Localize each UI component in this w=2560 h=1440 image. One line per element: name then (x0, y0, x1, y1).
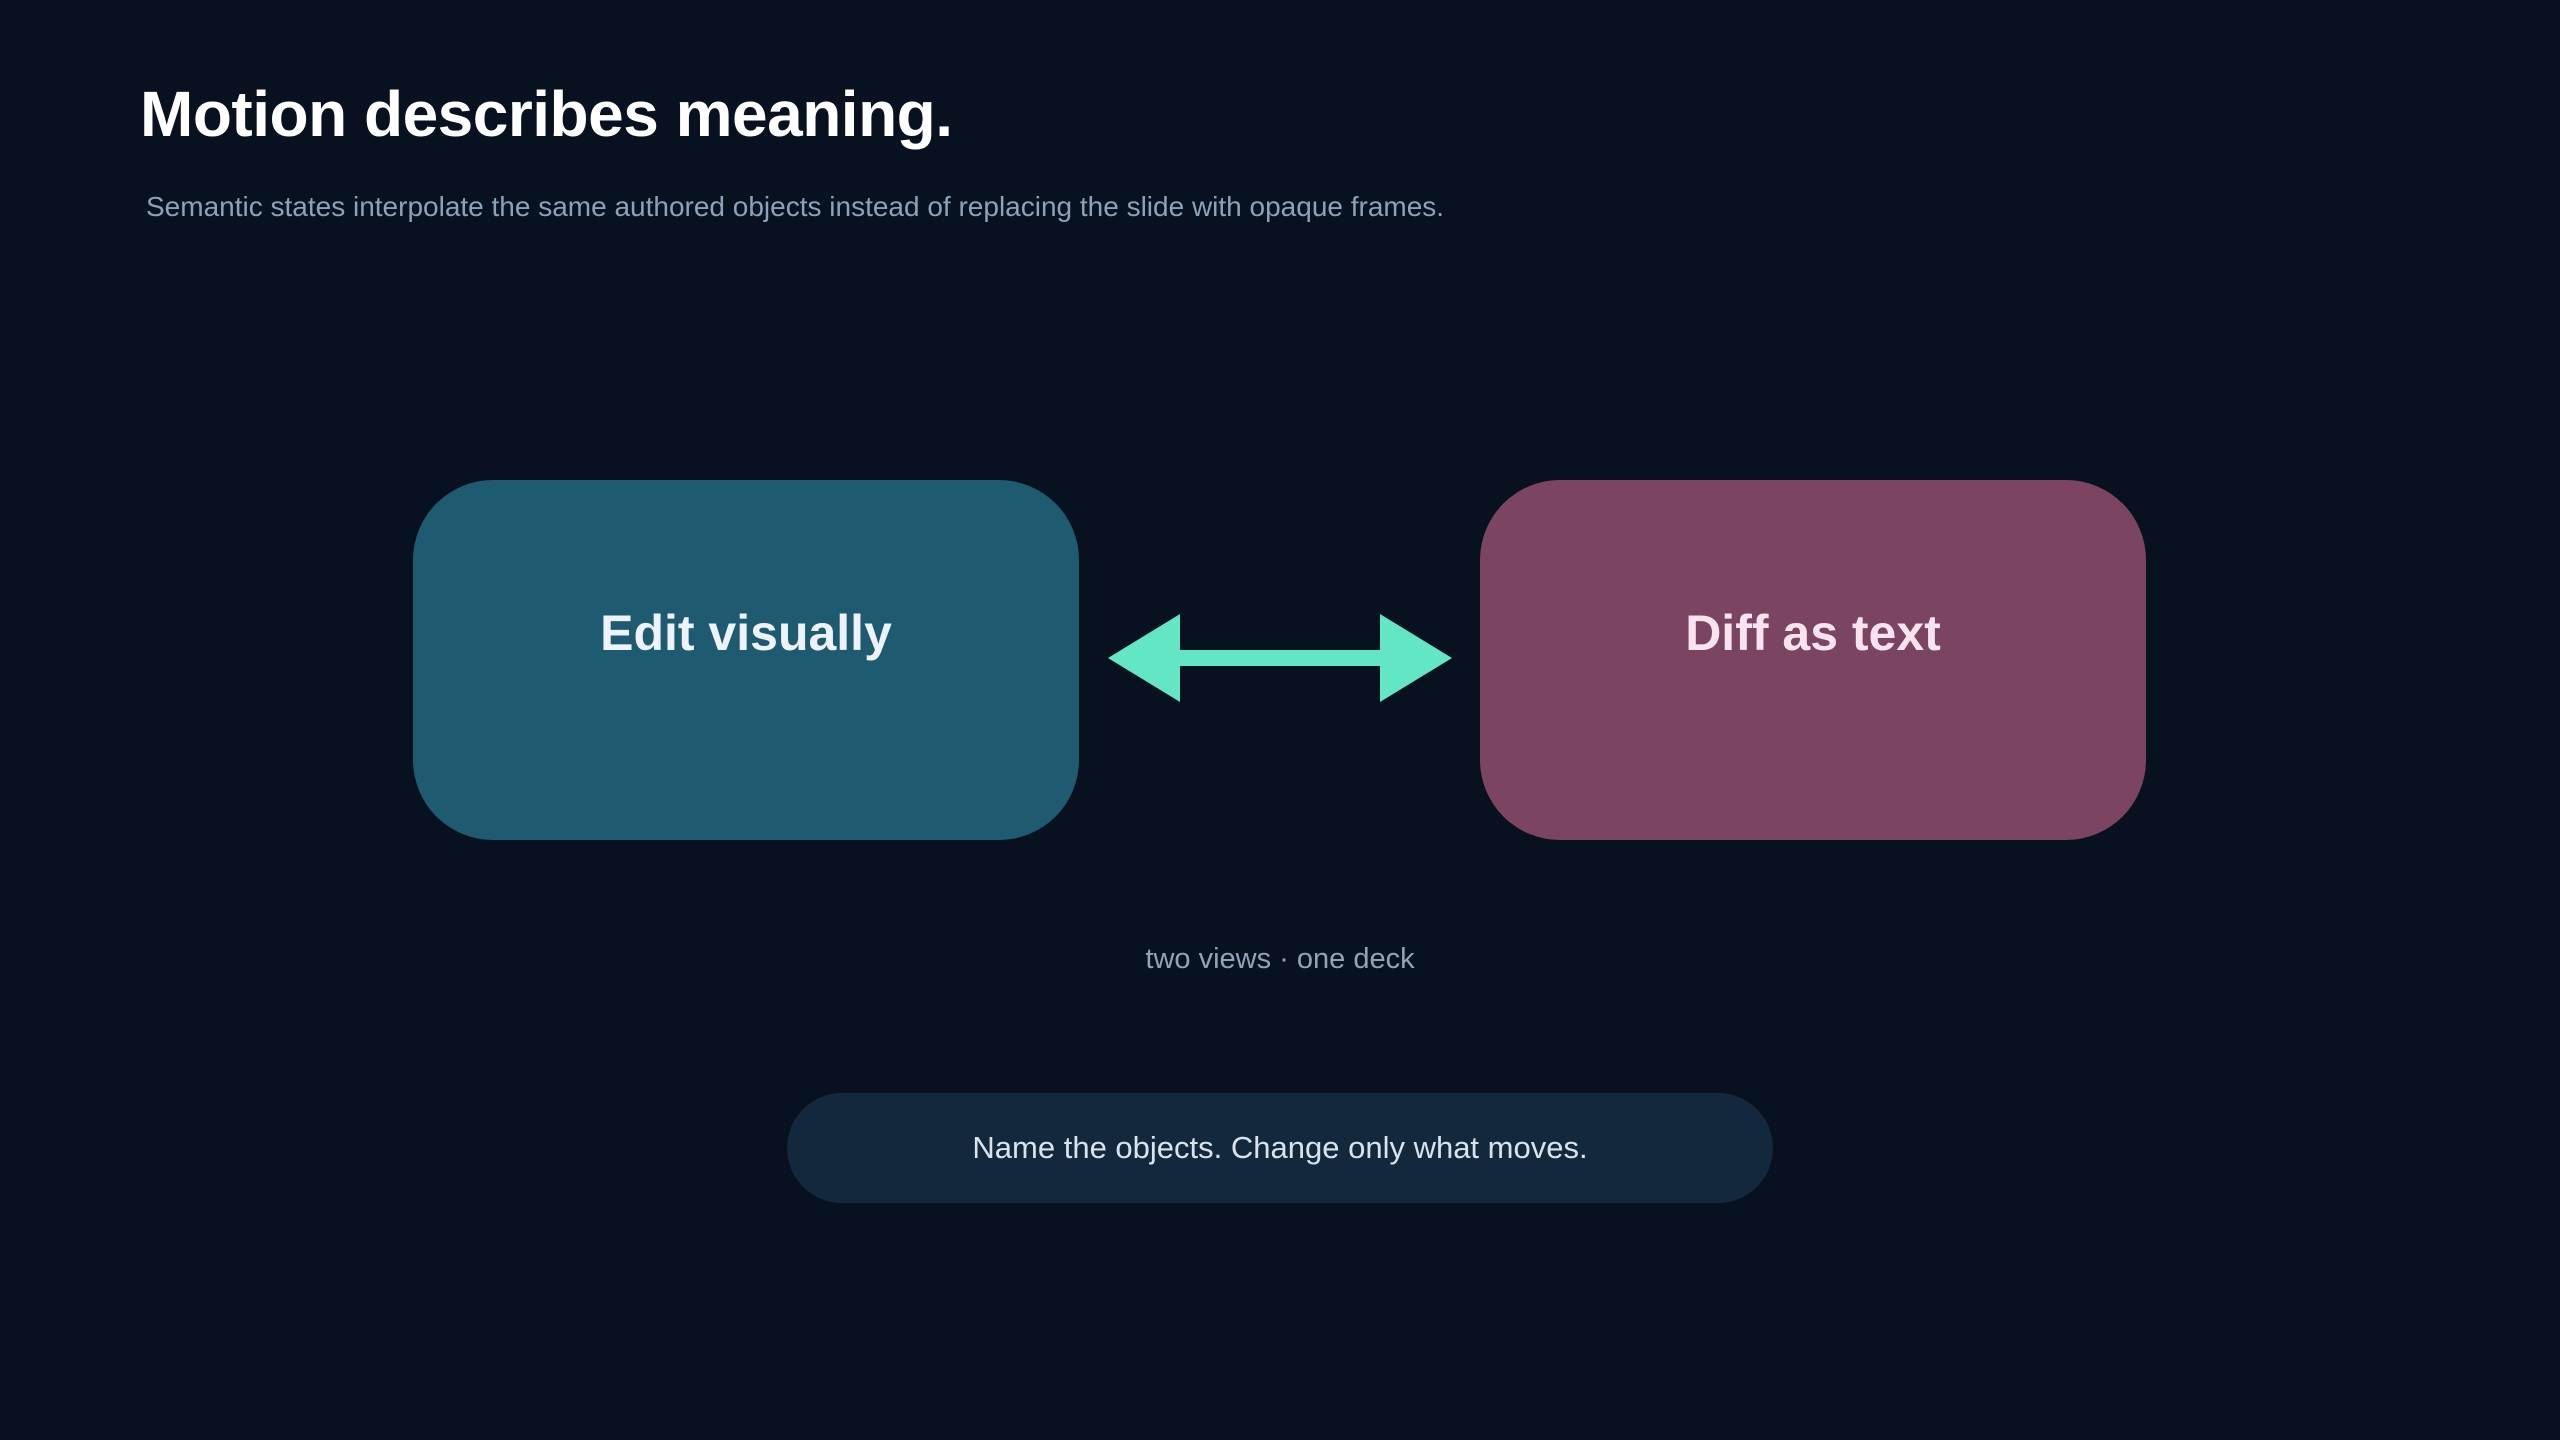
bidirectional-arrow-icon (1108, 614, 1452, 702)
edit-visually-label: Edit visually (600, 605, 892, 661)
edit-visually-node: Edit visually (413, 480, 1079, 840)
callout-text: Name the objects. Change only what moves… (972, 1130, 1588, 1166)
diagram-caption: two views · one deck (1145, 943, 1415, 975)
arrow-shape (1108, 614, 1452, 702)
slide-subtitle: Semantic states interpolate the same aut… (146, 191, 1445, 222)
diff-as-text-label: Diff as text (1685, 605, 1941, 661)
diff-as-text-node: Diff as text (1480, 480, 2146, 840)
slide-title: Motion describes meaning. (140, 78, 953, 150)
callout-pill: Name the objects. Change only what moves… (787, 1093, 1773, 1203)
